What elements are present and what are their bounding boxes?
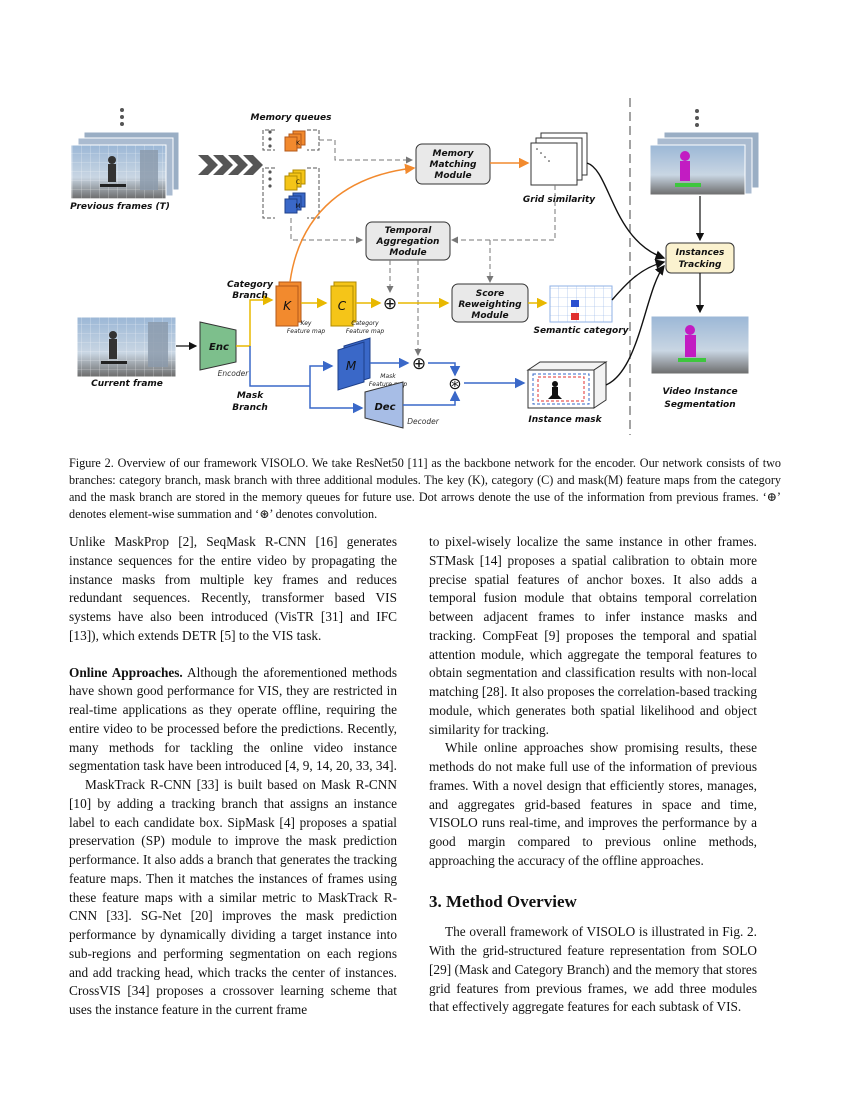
current-frame-image: [76, 316, 177, 378]
left-paragraph-1: Unlike MaskProp [2], SeqMask R-CNN [16] …: [69, 534, 397, 643]
section-heading: 3. Method Overview: [429, 891, 577, 911]
score-reweighting-module: Score Reweighting Module: [451, 283, 529, 323]
previous-frames-image: [70, 108, 180, 200]
output-previous-frames-image: [649, 109, 760, 196]
svg-text:M: M: [346, 359, 357, 373]
temporal-aggregation-module: Temporal Aggregation Module: [365, 221, 451, 261]
svg-text:Dec: Dec: [374, 402, 395, 413]
chevron-arrows-icon: [198, 155, 263, 175]
online-approaches-body: Although the aforementioned methods have…: [69, 664, 397, 774]
right-column: to pixel-wisely localize the same instan…: [429, 533, 757, 1017]
svg-text:Module: Module: [389, 248, 426, 258]
category-fm-label-1: Category: [351, 320, 379, 327]
memory-queues-label: Memory queues: [251, 113, 333, 123]
grid-similarity-maps: [530, 132, 588, 186]
mask-fm-label-1: Mask: [380, 373, 396, 380]
video-instance-seg-label-2: Segmentation: [664, 400, 735, 410]
svg-text:C: C: [296, 179, 300, 186]
svg-text:Matching: Matching: [429, 160, 477, 170]
svg-text:Enc: Enc: [209, 342, 229, 353]
svg-text:Reweighting: Reweighting: [458, 300, 522, 310]
summation-icon-category: ⊕: [383, 294, 397, 314]
left-column: Unlike MaskProp [2], SeqMask R-CNN [16] …: [69, 533, 397, 1020]
output-current-frame-image: [650, 315, 750, 375]
grid-similarity-label: Grid similarity: [523, 195, 596, 205]
encoder-block: Enc: [199, 321, 237, 371]
memory-matching-module: Memory Matching Module: [415, 143, 491, 185]
key-fm-label-2: Feature map: [287, 328, 326, 335]
convolution-icon: ⊛: [448, 374, 461, 393]
svg-text:Instances: Instances: [676, 248, 725, 258]
svg-text:Memory: Memory: [433, 149, 475, 159]
category-branch-label-2: Branch: [232, 291, 268, 301]
right-paragraph-1: to pixel-wisely localize the same instan…: [429, 534, 757, 737]
svg-text:Temporal: Temporal: [385, 226, 433, 236]
semantic-category-label: Semantic category: [533, 326, 629, 336]
online-approaches-paragraph: Online Approaches. Although the aforemen…: [69, 664, 397, 777]
memory-queue-k: K: [262, 129, 320, 152]
right-paragraph-3: The overall framework of VISOLO is illus…: [429, 924, 757, 1015]
category-branch-label-1: Category: [227, 280, 274, 290]
svg-text:M: M: [295, 203, 300, 210]
decoder-block: Dec: [364, 381, 404, 429]
framework-diagram: Previous frames (T) Memory queues K C M: [70, 98, 760, 435]
current-frame-label: Current frame: [91, 379, 163, 389]
instance-mask-label: Instance mask: [528, 415, 602, 425]
instance-mask-cube: [526, 361, 608, 409]
svg-text:Aggregation: Aggregation: [376, 237, 440, 247]
encoder-label: Encoder: [218, 369, 250, 378]
category-fm-label-2: Feature map: [346, 328, 385, 335]
semantic-category-grid: [549, 285, 613, 323]
svg-text:Module: Module: [471, 311, 508, 321]
svg-text:C: C: [338, 299, 347, 313]
summation-icon-mask: ⊕: [412, 354, 426, 374]
mask-branch-label-1: Mask: [237, 391, 264, 401]
right-paragraph-2: While online approaches show promising r…: [429, 740, 757, 868]
online-approaches-heading: Online Approaches.: [69, 664, 183, 680]
previous-frames-label: Previous frames (T): [70, 202, 170, 212]
figure-caption: Figure 2. Overview of our framework VISO…: [69, 456, 781, 521]
svg-text:K: K: [296, 140, 301, 147]
mask-branch-label-2: Branch: [232, 403, 268, 413]
svg-text:Module: Module: [434, 171, 471, 181]
instances-tracking-module: Instances Tracking: [665, 242, 735, 274]
key-feature-map: K: [275, 281, 302, 327]
key-fm-label-1: Key: [301, 320, 312, 327]
svg-text:Tracking: Tracking: [679, 260, 722, 270]
left-paragraph-3: MaskTrack R-CNN [33] is built based on M…: [69, 777, 397, 1017]
decoder-label: Decoder: [407, 417, 439, 426]
svg-text:Score: Score: [476, 289, 505, 299]
svg-text:K: K: [283, 299, 292, 313]
category-feature-map: C: [330, 281, 357, 327]
video-instance-seg-label-1: Video Instance: [662, 387, 737, 397]
memory-queue-cm: C M: [262, 167, 320, 219]
mask-feature-map: M: [337, 337, 371, 391]
mask-fm-label-2: Feature map: [369, 381, 408, 388]
